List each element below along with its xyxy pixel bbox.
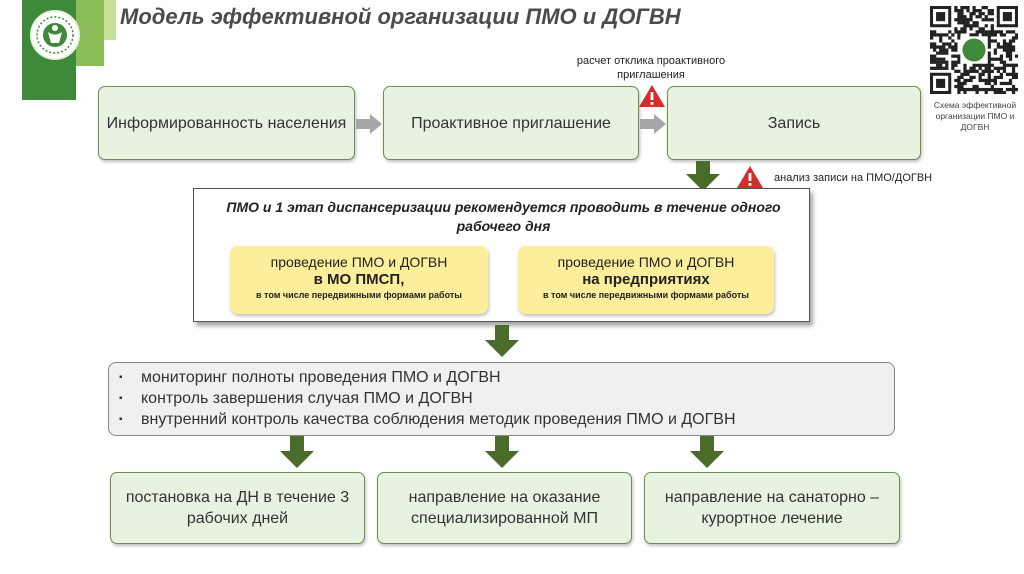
note-response-calculation: расчет отклика проактивного приглашения [576, 55, 726, 81]
list-item: ▪ мониторинг полноты проведения ПМО и ДОГ… [119, 367, 894, 388]
list-item: ▪ внутренний контроль качества соблюдения… [119, 409, 894, 430]
central-heading: ПМО и 1 этап диспансеризации рекомендует… [226, 199, 781, 234]
box-mo-pmsp: проведение ПМО и ДОГВН в МО ПМСП, в том … [230, 246, 488, 314]
logo-bar [76, 0, 104, 66]
box-line-bold: на предприятиях [582, 271, 710, 288]
warning-triangle-icon [638, 84, 666, 113]
list-item-text: мониторинг полноты проведения ПМО и ДОГВ… [141, 369, 501, 386]
box-proactive-invitation: Проактивное приглашение [383, 86, 639, 160]
box-specialized-care-referral: направление на оказание специализированн… [377, 472, 632, 544]
arrow-right-icon [640, 114, 666, 139]
arrow-down-icon [280, 436, 314, 473]
box-line-small: в том числе передвижными формами работы [256, 290, 462, 300]
bullet-icon: ▪ [119, 372, 123, 383]
arrow-down-icon [690, 436, 724, 473]
box-line-small: в том числе передвижными формами работы [543, 290, 749, 300]
arrow-right-icon [356, 114, 382, 139]
box-line: проведение ПМО и ДОГВН [557, 254, 735, 270]
box-enterprises: проведение ПМО и ДОГВН на предприятиях в… [518, 246, 774, 314]
box-dispensary-registration: постановка на ДН в течение 3 рабочих дне… [110, 472, 365, 544]
health-logo-icon [30, 10, 80, 60]
box-population-awareness: Информированность населения [98, 86, 355, 160]
box-sanatorium-referral: направление на санаторно – курортное леч… [644, 472, 900, 544]
monitoring-list-box: ▪ мониторинг полноты проведения ПМО и ДОГ… [108, 362, 895, 436]
warning-triangle-icon [736, 165, 764, 194]
bullet-icon: ▪ [119, 393, 123, 404]
box-line: проведение ПМО и ДОГВН [270, 254, 448, 270]
box-appointment: Запись [667, 86, 921, 160]
arrow-down-icon [686, 161, 720, 196]
qr-caption: Схема эффективной организации ПМО и ДОГВ… [933, 100, 1017, 132]
bullet-icon: ▪ [119, 414, 123, 425]
arrow-down-icon [485, 436, 519, 473]
list-item: ▪ контроль завершения случая ПМО и ДОГВН [119, 388, 894, 409]
list-item-text: контроль завершения случая ПМО и ДОГВН [141, 390, 473, 407]
box-line-bold: в МО ПМСП, [313, 271, 405, 288]
page-title: Модель эффективной организации ПМО и ДОГ… [120, 4, 681, 29]
logo-bar [104, 0, 116, 40]
list-item-text: внутренний контроль качества соблюдения … [141, 411, 736, 428]
qr-code-icon [930, 6, 1019, 95]
note-appointment-analysis: анализ записи на ПМО/ДОГВН [774, 172, 933, 184]
arrow-down-icon [485, 325, 519, 362]
